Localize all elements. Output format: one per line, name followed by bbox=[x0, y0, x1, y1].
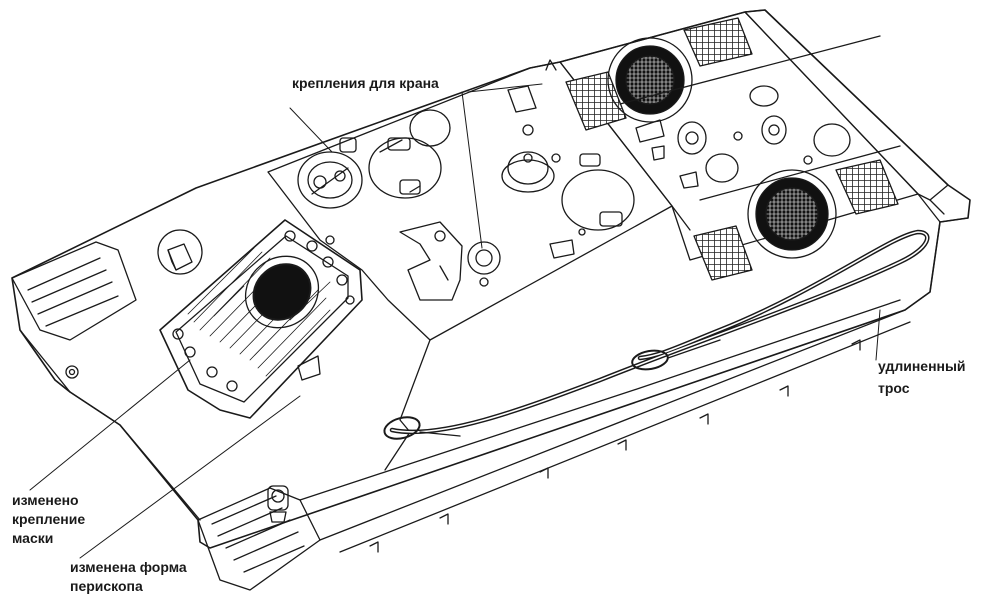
center-periscope bbox=[501, 151, 555, 193]
label-crane-mounts: крепления для крана bbox=[292, 75, 439, 91]
kidney-hatch bbox=[399, 221, 463, 301]
grille-1 bbox=[683, 17, 753, 67]
crane-mount-center bbox=[467, 241, 501, 287]
left-mudguard bbox=[11, 241, 137, 341]
hatch-right bbox=[561, 153, 635, 231]
label-mask-line2: крепление bbox=[12, 511, 86, 527]
mask-bolts bbox=[172, 230, 355, 392]
label-extended-cable-line1: удлиненный bbox=[878, 358, 966, 374]
leader-lines bbox=[29, 83, 881, 559]
right-mudguard bbox=[197, 487, 321, 591]
mask-plate bbox=[159, 219, 363, 419]
grille-4 bbox=[693, 225, 753, 281]
headlight-icon bbox=[267, 485, 289, 523]
crane-mount-left bbox=[297, 137, 363, 209]
front-tow-hook bbox=[65, 365, 79, 379]
label-mask-line1: изменено bbox=[12, 492, 79, 508]
grille-2 bbox=[565, 71, 627, 131]
tow-cable bbox=[383, 229, 930, 440]
label-mask-line3: маски bbox=[12, 530, 54, 546]
fan-lower bbox=[747, 169, 837, 259]
hatch-left bbox=[368, 137, 442, 199]
label-periscope-line2: перископа bbox=[70, 578, 143, 594]
grille-3 bbox=[835, 159, 899, 215]
glacis-line bbox=[19, 329, 201, 521]
fan-upper bbox=[607, 37, 693, 123]
hull-side-edge bbox=[319, 309, 911, 553]
label-extended-cable-line2: трос bbox=[878, 380, 910, 396]
label-periscope-line1: изменена форма bbox=[70, 559, 187, 575]
periscope-icon bbox=[157, 229, 203, 275]
gun-port bbox=[252, 263, 312, 321]
